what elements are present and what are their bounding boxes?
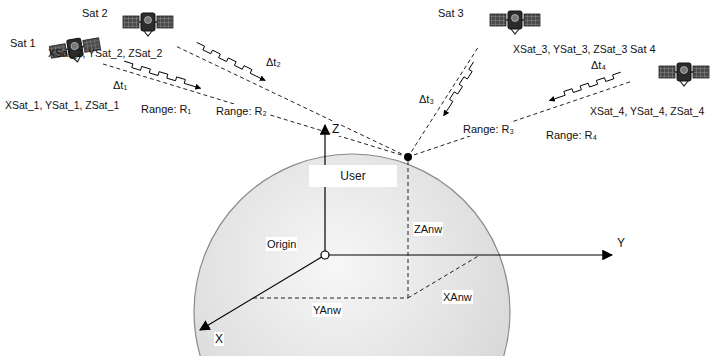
satellite-name: Sat 4 [630, 42, 656, 56]
signal-pulse [549, 72, 620, 100]
satellite-body [677, 63, 691, 81]
satellite-name: Sat 2 [82, 6, 108, 20]
user-label: User [309, 165, 397, 187]
delay-label: Δt₃ [418, 92, 435, 106]
satellite-node: Sat 2XSat_2, YSat_2, ZSat_2 [82, 0, 177, 48]
satellite-antenna [144, 31, 152, 36]
coordinate-label: YAnw [312, 303, 342, 317]
satellite-name: Sat 1 [10, 36, 36, 50]
signal-pulse [444, 62, 474, 116]
signal-pulse [197, 42, 265, 80]
solar-panel [659, 66, 675, 78]
satellite-name: Sat 3 [438, 6, 464, 20]
range-label: Range: R₂ [215, 104, 268, 118]
satellite-icon [490, 11, 540, 34]
satellite-icon [123, 13, 173, 36]
coordinate-label: XAnw [442, 290, 473, 304]
satellite-detail [145, 17, 152, 24]
solar-panel [490, 14, 506, 26]
delay-label: Δt₂ [265, 55, 282, 69]
z-axis [324, 125, 325, 255]
y-axis [325, 254, 612, 255]
range-line [177, 47, 404, 155]
axis-label: X [214, 332, 224, 346]
x-axis [200, 255, 325, 330]
satellite-detail [681, 67, 688, 74]
satellite-antenna [511, 29, 519, 34]
satellite-node: Sat 4XSat_4, YSat_4, ZSat_4 [630, 42, 712, 94]
satellite-coordinates: XSat_3, YSat_3, ZSat_3 [513, 42, 627, 56]
range-label: Range: R₃ [462, 122, 515, 136]
satellite-icon [659, 63, 709, 86]
delay-label: Δt₄ [590, 58, 607, 72]
origin-point [321, 251, 329, 259]
projection-line [408, 161, 409, 298]
projection-line [253, 298, 408, 299]
range-line [103, 64, 404, 156]
delay-label: Δt₁ [112, 78, 128, 92]
axis-label: Y [616, 236, 626, 250]
solar-panel [157, 16, 173, 28]
satellite-node: Sat 3XSat_3, YSat_3, ZSat_3 [438, 0, 548, 48]
signal-pulse [124, 61, 201, 88]
satellite-detail [512, 15, 519, 22]
satellite-body [141, 13, 155, 31]
solar-panel [123, 16, 139, 28]
solar-panel [693, 66, 709, 78]
satellite-coordinates: XSat_1, YSat_1, ZSat_1 [5, 98, 119, 112]
satellite-coordinates: XSat_4, YSat_4, ZSat_4 [590, 104, 704, 118]
range-label: Range: R₄ [545, 128, 598, 142]
coordinate-label: ZAnw [413, 222, 443, 236]
satellite-antenna [680, 81, 688, 86]
satellite-coordinates: XSat_2, YSat_2, ZSat_2 [48, 46, 162, 60]
axis-label: Z [331, 122, 340, 136]
solar-panel [524, 14, 540, 26]
satellite-body [508, 11, 522, 29]
origin-label: Origin [266, 237, 297, 251]
range-line [412, 82, 630, 156]
range-label: Range: R₁ [140, 102, 192, 116]
user-position: User [404, 153, 412, 161]
